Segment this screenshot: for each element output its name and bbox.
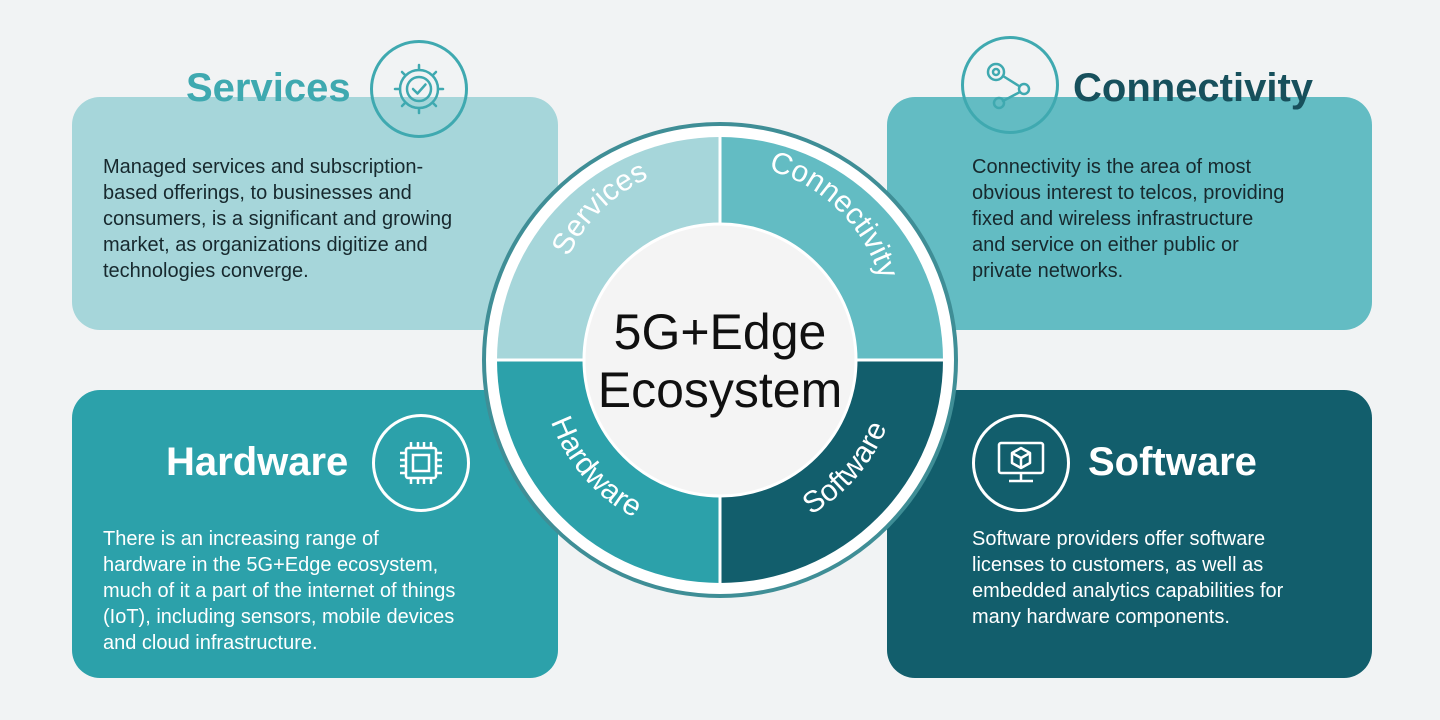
gear-check-icon (370, 40, 468, 138)
center-title-line1: 5G+Edge (613, 304, 827, 360)
connectivity-title: Connectivity (1073, 66, 1314, 110)
hardware-card: Hardware There is an increasing range of… (72, 390, 558, 678)
services-description: Managed services and subscription- based… (103, 156, 453, 282)
center-disc (582, 222, 858, 498)
microchip-icon (372, 414, 470, 512)
software-card: Software Software providers offer softwa… (887, 390, 1372, 678)
services-title: Services (186, 66, 351, 110)
center-title-line2: Ecosystem (597, 362, 843, 418)
network-nodes-icon (961, 36, 1059, 134)
hardware-description: There is an increasing range of hardware… (103, 528, 456, 654)
services-card: Managed services and subscription- based… (72, 97, 558, 330)
software-description: Software providers offer software licens… (972, 528, 1284, 628)
connectivity-card: Connectivity is the area of most obvious… (887, 97, 1372, 330)
monitor-cube-icon (972, 414, 1070, 512)
hardware-title: Hardware (166, 440, 349, 484)
connectivity-description: Connectivity is the area of most obvious… (972, 156, 1285, 282)
software-title: Software (1088, 440, 1257, 484)
